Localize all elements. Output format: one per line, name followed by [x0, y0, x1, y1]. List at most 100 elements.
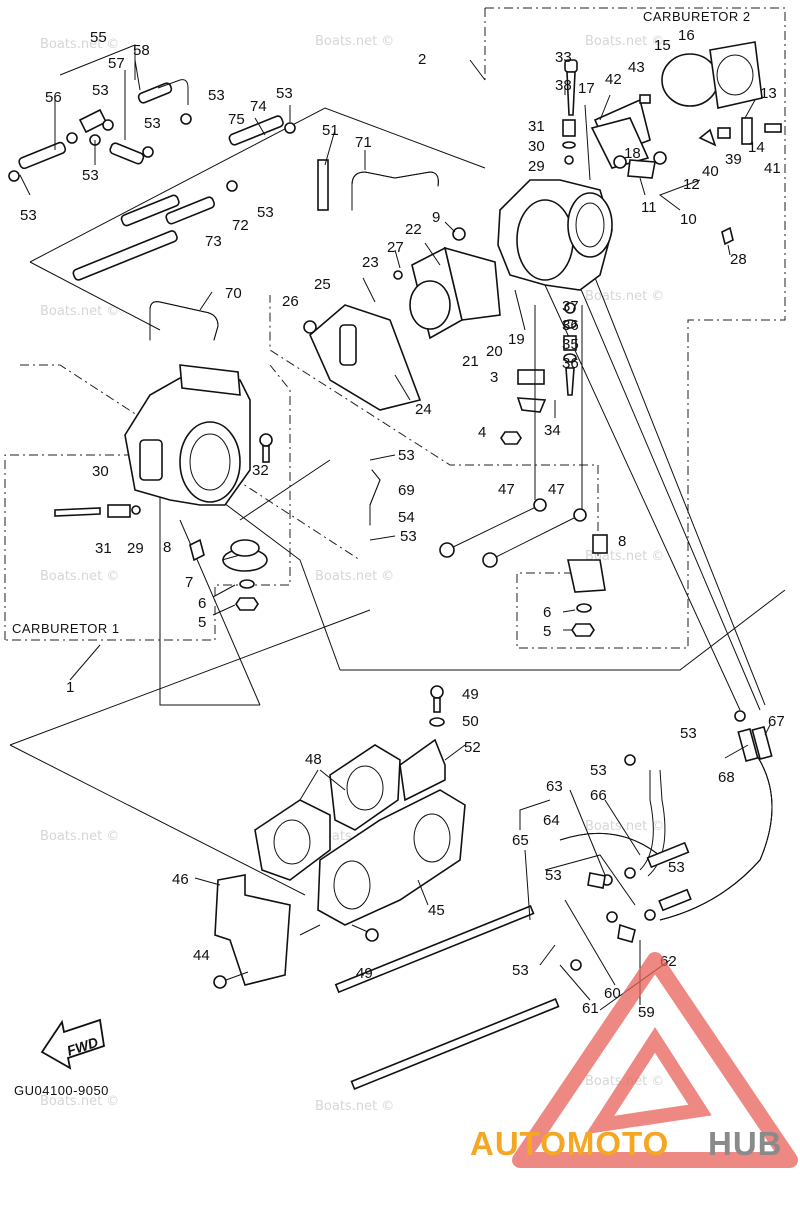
callout-number-53: 53 — [208, 87, 225, 104]
callout-number-3: 3 — [490, 369, 498, 386]
watermark-text: Boats.net © — [585, 34, 664, 49]
callout-number-37: 37 — [562, 298, 579, 315]
bracket-52 — [399, 738, 446, 802]
bolt-49 — [430, 685, 444, 699]
watermark-text: Boats.net © — [585, 289, 664, 304]
callout-number-59: 59 — [638, 1004, 655, 1021]
clip-53 — [734, 710, 746, 722]
nut-4 — [500, 431, 522, 445]
carburetor-1-top — [179, 364, 241, 396]
screw-30 — [54, 507, 101, 517]
clip-53 — [644, 909, 656, 921]
callout-number-54: 54 — [398, 509, 415, 526]
cable-60 — [350, 998, 560, 1090]
washer-6 — [239, 579, 255, 589]
callout-number-26: 26 — [282, 293, 299, 310]
callout-number-19: 19 — [508, 331, 525, 348]
callout-number-48: 48 — [305, 751, 322, 768]
callout-number-40: 40 — [702, 163, 719, 180]
callout-number-45: 45 — [428, 902, 445, 919]
fwd-arrow-icon: FWD — [40, 1018, 106, 1070]
washer-50 — [429, 717, 445, 727]
callout-number-56: 56 — [45, 89, 62, 106]
watermark-text: Boats.net © — [40, 37, 119, 52]
callout-number-7: 7 — [185, 574, 193, 591]
callout-number-30: 30 — [92, 463, 109, 480]
callout-number-5: 5 — [543, 623, 551, 640]
callout-number-18: 18 — [624, 145, 641, 162]
callout-number-38: 38 — [555, 77, 572, 94]
washer-30 — [562, 141, 576, 149]
watermark-text: Boats.net © — [315, 569, 394, 584]
cover-24 — [309, 304, 422, 411]
spring-35 — [563, 335, 577, 351]
ring-27 — [393, 270, 403, 280]
clip-53 — [226, 180, 238, 192]
callout-number-2: 2 — [418, 51, 426, 68]
callout-number-53: 53 — [398, 447, 415, 464]
screw-12 — [653, 151, 667, 165]
rod-47 — [489, 514, 581, 561]
spring-3 — [517, 369, 545, 385]
carburetor-1-label: CARBURETOR 1 — [12, 621, 120, 636]
clip-53 — [142, 146, 154, 158]
callout-number-70: 70 — [225, 285, 242, 302]
clip-53 — [606, 911, 618, 923]
callout-number-30: 30 — [528, 138, 545, 155]
fitting-55 — [78, 108, 108, 134]
fitting-59 — [617, 923, 636, 943]
callout-number-53: 53 — [257, 204, 274, 221]
clip-53 — [66, 132, 78, 144]
callout-number-73: 73 — [205, 233, 222, 250]
callout-number-33: 33 — [555, 49, 572, 66]
pipe-58 — [157, 79, 189, 105]
callout-number-27: 27 — [387, 239, 404, 256]
carburetor-1-outline-top — [20, 364, 361, 561]
clip-53 — [624, 867, 636, 879]
hose-56 — [18, 141, 67, 170]
fitting-67 — [751, 725, 773, 761]
callout-number-60: 60 — [604, 985, 621, 1002]
callout-number-49: 49 — [462, 686, 479, 703]
cable-61 — [334, 904, 535, 994]
carburetor-1 — [54, 364, 273, 611]
callout-number-13: 13 — [760, 85, 777, 102]
watermark-text: Boats.net © — [40, 829, 119, 844]
callout-number-53: 53 — [680, 725, 697, 742]
callout-number-47: 47 — [498, 481, 515, 498]
clip-53 — [102, 119, 114, 131]
callout-number-4: 4 — [478, 424, 486, 441]
intake-parts — [213, 685, 466, 989]
callout-number-52: 52 — [464, 739, 481, 756]
watermark-text: Boats.net © — [40, 569, 119, 584]
carburetor-1-bore — [179, 421, 241, 503]
washer-6 — [576, 603, 592, 613]
hose-57 — [109, 142, 145, 165]
callout-number-41: 41 — [764, 160, 781, 177]
logo-text-part1: AUTOMOTO — [470, 1125, 669, 1162]
callout-number-66: 66 — [590, 787, 607, 804]
bracket-carb2 — [567, 559, 606, 593]
callout-number-31: 31 — [95, 540, 112, 557]
spring-8 — [592, 534, 608, 554]
nut-5 — [235, 597, 259, 611]
group-outlines — [4, 7, 786, 649]
bolt-44 — [213, 975, 227, 989]
screw-39 — [717, 127, 731, 139]
callout-number-6: 6 — [198, 595, 206, 612]
linkage — [439, 305, 587, 568]
callout-number-14: 14 — [748, 139, 765, 156]
callout-number-53: 53 — [20, 207, 37, 224]
carburetor-1-chamber — [139, 439, 163, 481]
diagram-code: GU04100-9050 — [14, 1083, 109, 1098]
callout-number-8: 8 — [618, 533, 626, 550]
bolt-49 — [365, 928, 379, 942]
callout-number-11: 11 — [641, 199, 657, 216]
callout-number-8: 8 — [163, 539, 171, 556]
callout-number-1: 1 — [66, 679, 74, 696]
callout-number-74: 74 — [250, 98, 267, 115]
callout-number-65: 65 — [512, 832, 529, 849]
part-13 — [741, 117, 753, 145]
